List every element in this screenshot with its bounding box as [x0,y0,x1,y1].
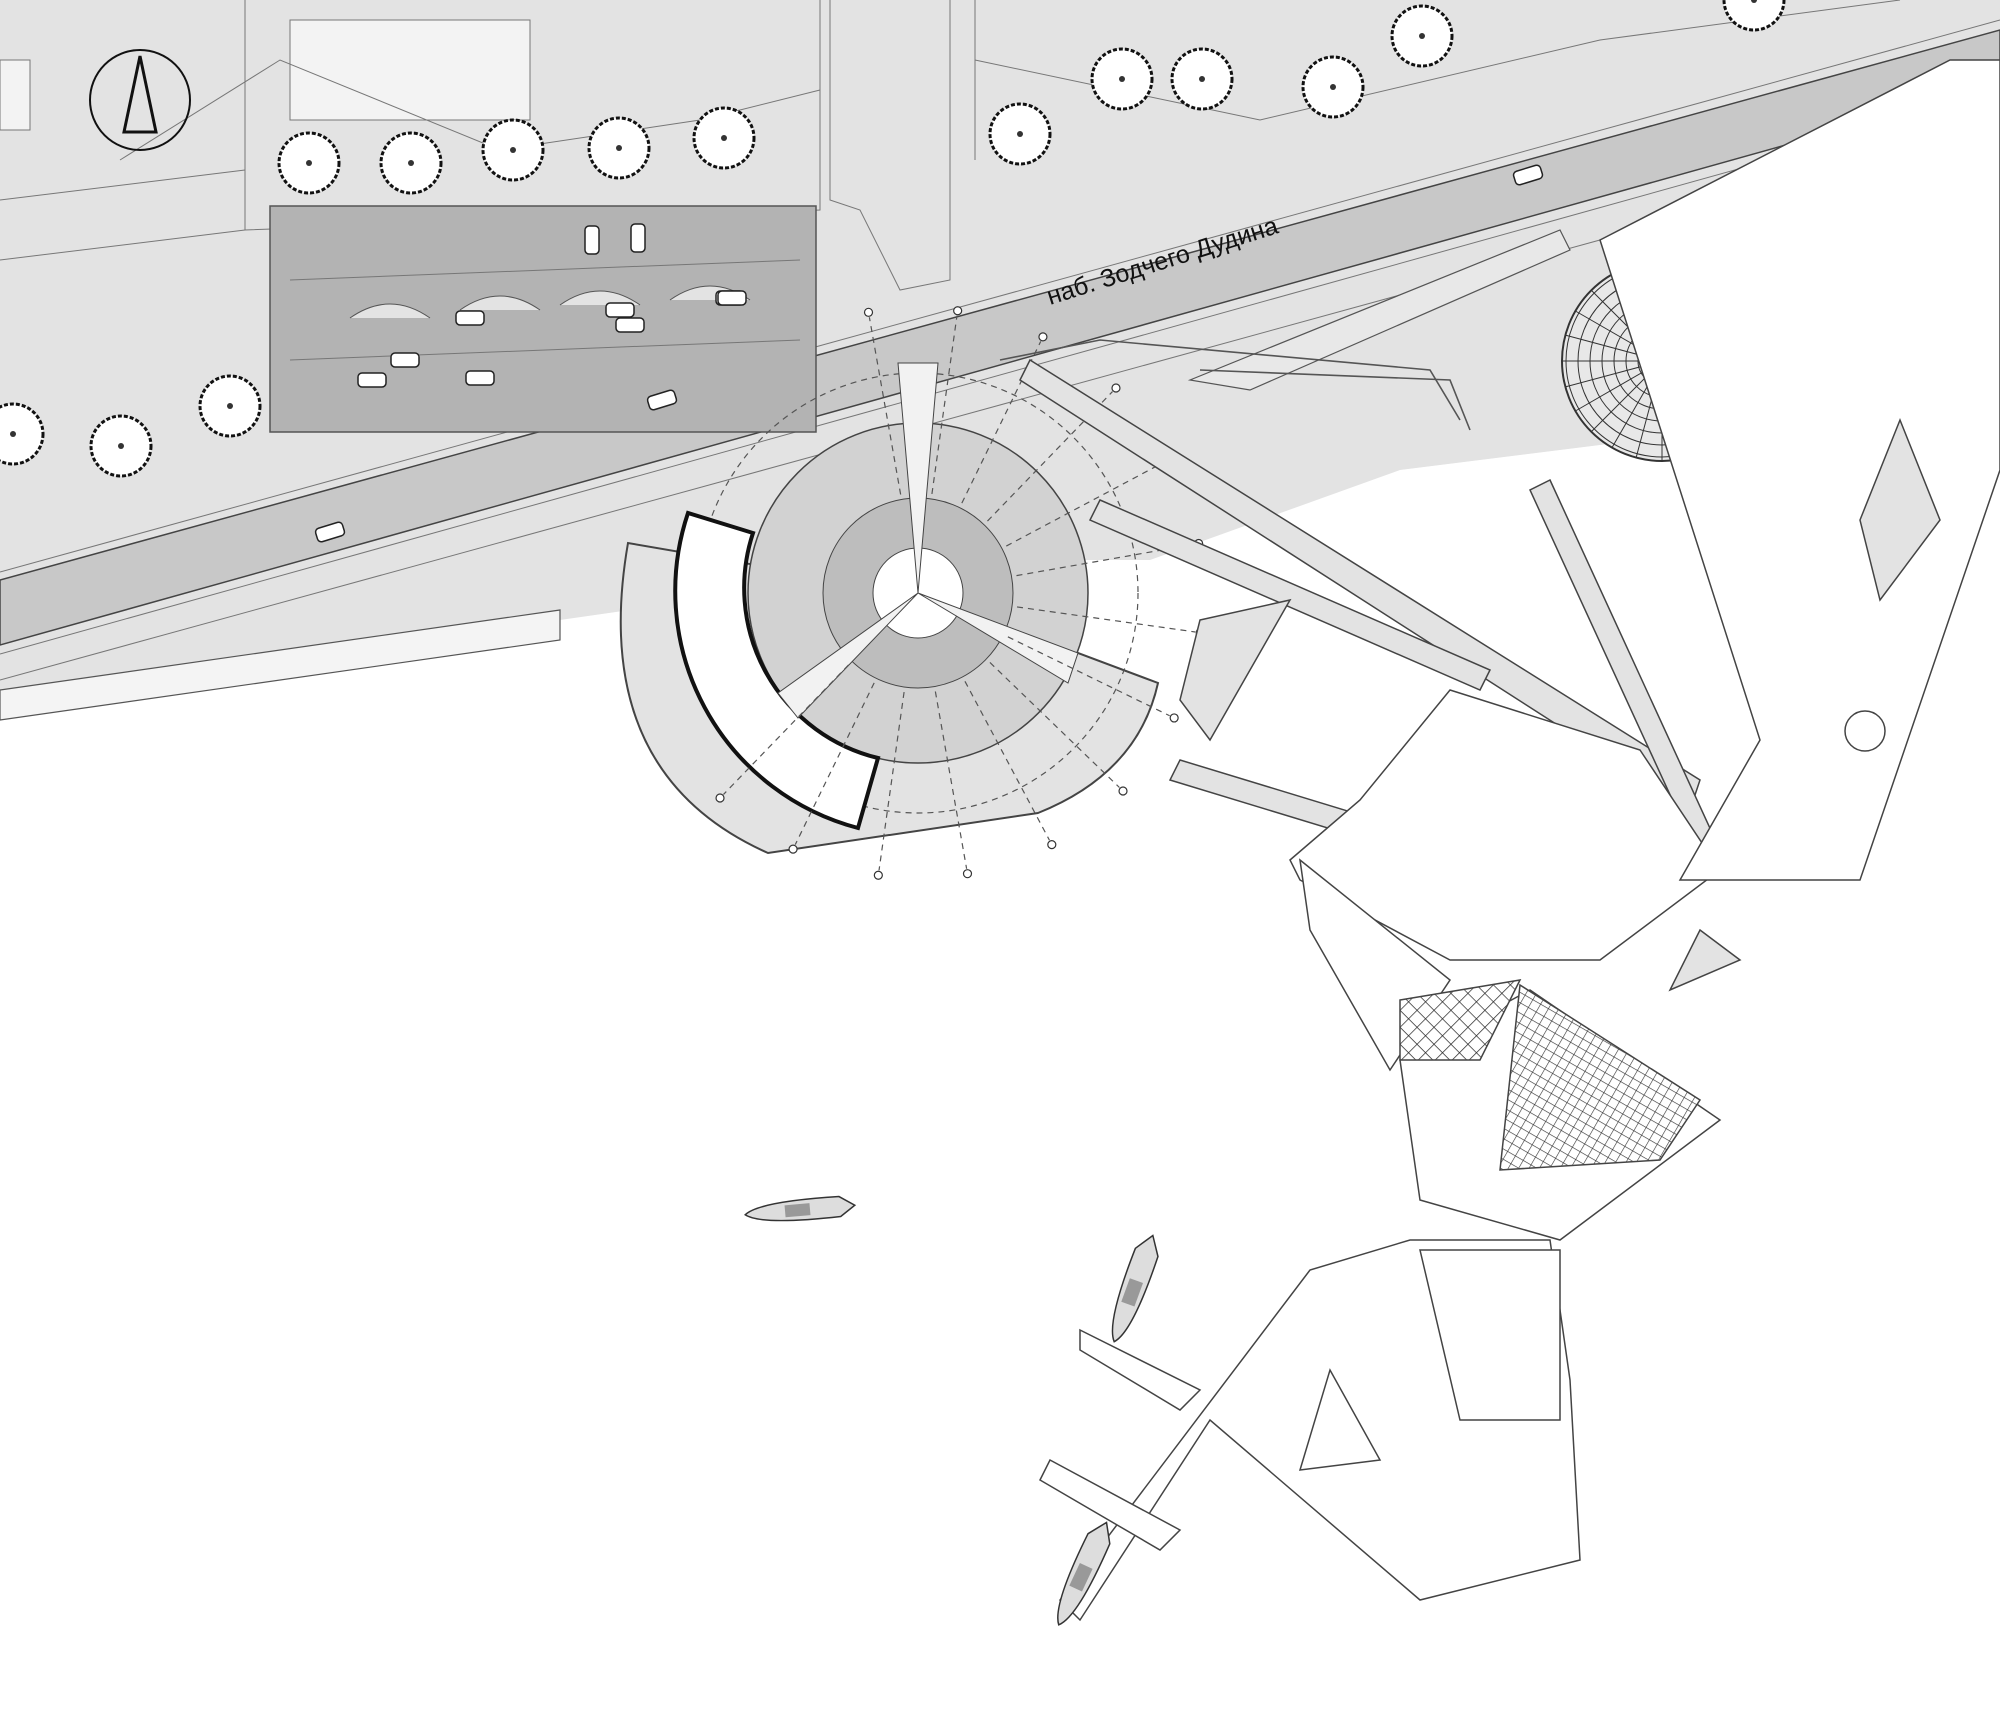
tree-icon [481,118,545,182]
car-icon [357,372,387,388]
grid-axis-marker [1169,713,1179,723]
circular-terminal-building [619,306,1205,880]
parking-lot [269,205,817,433]
tree-icon [587,116,651,180]
north-arrow-icon [89,49,191,151]
grid-axis-line [868,317,902,495]
grid-axis-line [878,691,905,871]
grid-axis-marker [715,793,725,803]
grid-axis-marker [953,306,963,316]
car-icon [390,352,420,368]
tree-icon [1390,4,1454,68]
tree-icon [1301,55,1365,119]
tree-icon [0,402,45,466]
boat-icon [744,1195,857,1222]
grid-axis-marker [962,869,973,879]
grid-axis-marker [788,844,798,854]
grid-axis-line [989,662,1120,788]
car-icon [1512,164,1544,186]
car-icon [646,389,678,411]
grid-axis-line [1007,636,1170,717]
pier-structure [1039,858,1722,1622]
grid-axis-marker [863,307,874,317]
tree-icon [692,106,756,170]
tree-icon [1722,0,1786,32]
tree-icon [988,102,1052,166]
grid-axis-marker [1038,332,1048,342]
grid-axis-marker [1047,840,1057,850]
grid-axis-line [987,391,1113,522]
car-icon [630,223,646,253]
grid-axis-marker [1118,786,1128,796]
car-icon [314,521,346,543]
grid-axis-line [1006,461,1166,547]
grid-axis-line [794,682,875,845]
grid-axis-line [1016,543,1194,577]
grid-axis-line [961,341,1042,504]
boat-icon [1057,1521,1111,1626]
car-icon [615,317,645,333]
tree-icon [1170,47,1234,111]
car-icon [455,310,485,326]
grid-axis-line [1016,606,1196,633]
cars [314,164,1544,543]
road-embankment [0,29,2000,646]
tree-icon [89,414,153,478]
boat-icon [1111,1234,1159,1343]
pier-walkways [1019,59,2000,992]
tree-icon [198,374,262,438]
grid-axis-marker [873,870,883,880]
car-icon [717,290,747,306]
tree-icon [379,131,443,195]
car-icon [605,302,635,318]
grid-axis-line [723,664,849,795]
car-icon [584,225,600,255]
tree-icon [277,131,341,195]
grid-axis-marker [1111,383,1121,393]
grid-axis-line [931,315,958,495]
grid-axis-line [934,691,968,869]
trees [0,0,1786,478]
grid-axis-line [964,681,1050,841]
tree-icon [1090,47,1154,111]
car-icon [465,370,495,386]
